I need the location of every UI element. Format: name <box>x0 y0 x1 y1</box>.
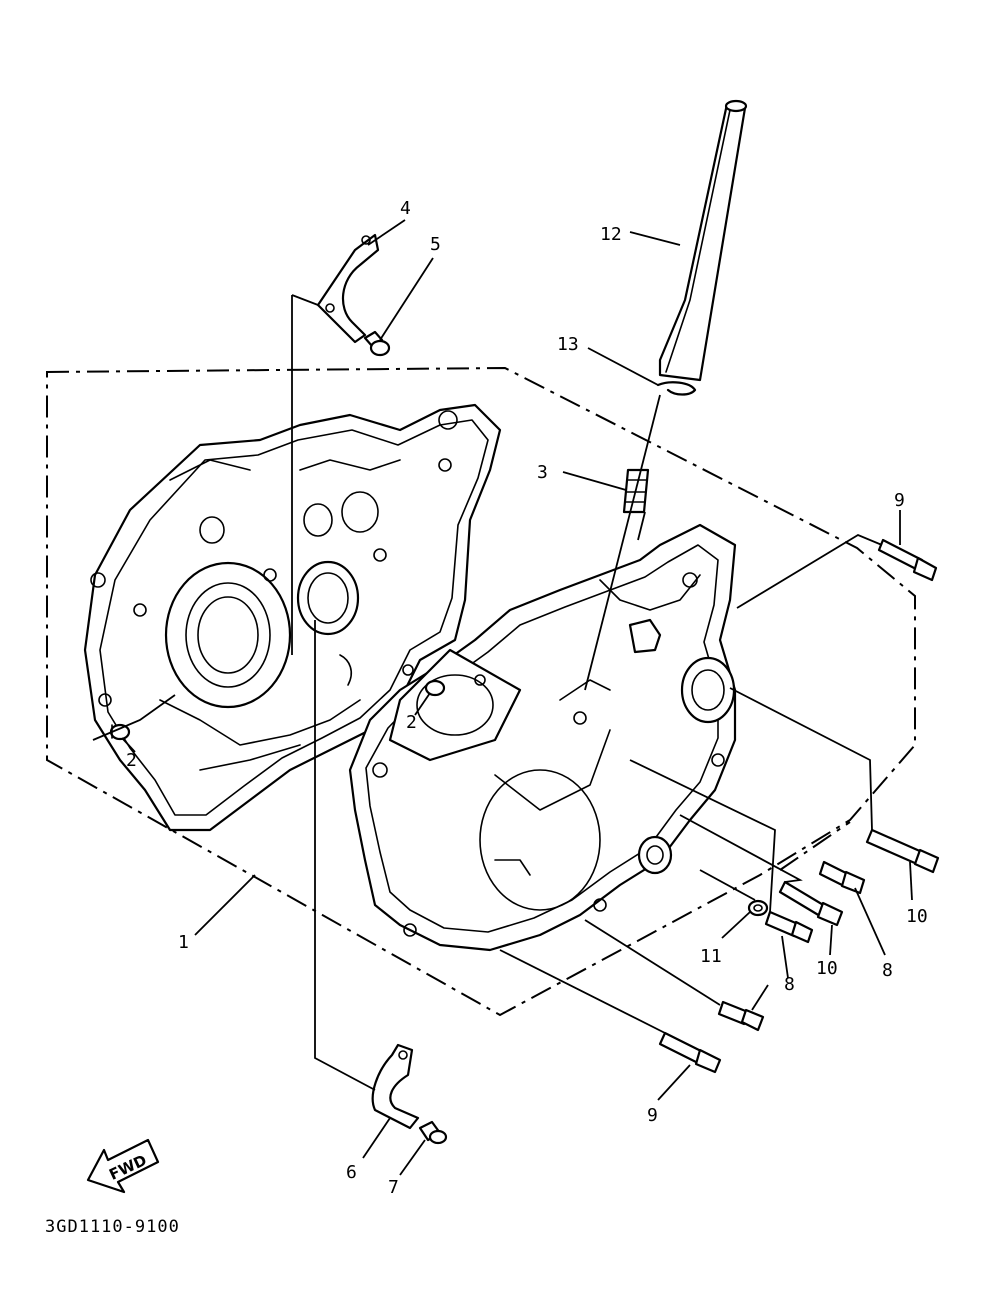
callout-9-bottom: 9 <box>647 1105 658 1126</box>
assembly-boundary <box>46 366 916 1017</box>
bolt-10-mid <box>778 880 844 927</box>
bolt-9-bottom <box>658 1031 722 1074</box>
callout-11: 11 <box>700 946 722 967</box>
forward-arrow: FWD <box>86 1138 160 1194</box>
callout-1: 1 <box>178 932 189 953</box>
callout-leaders <box>121 219 913 1176</box>
callout-8-lower: 8 <box>784 974 795 995</box>
plate-top <box>316 233 380 344</box>
callout-10-mid: 10 <box>816 958 838 979</box>
right-crankcase-half <box>348 523 737 952</box>
washer <box>747 899 769 917</box>
callout-10-right: 10 <box>906 906 928 927</box>
callout-9-top: 9 <box>894 490 905 511</box>
diagram-code: 3GD1110-9100 <box>45 1217 180 1237</box>
bolt-8-bottom <box>717 1000 765 1032</box>
alignment-lines <box>92 294 883 1091</box>
bolt-8-upper <box>818 860 866 895</box>
callout-7: 7 <box>388 1177 399 1198</box>
dowel-pin-center <box>424 679 446 697</box>
forward-arrow-label: FWD <box>106 1151 149 1184</box>
callout-4: 4 <box>400 198 411 219</box>
breather-hose <box>658 99 748 382</box>
bolt-8-lower <box>764 910 814 944</box>
callout-6: 6 <box>346 1162 357 1183</box>
callout-2-left: 2 <box>126 750 137 771</box>
callout-2-center: 2 <box>406 712 417 733</box>
callout-8-right: 8 <box>882 960 893 981</box>
callout-5: 5 <box>430 234 441 255</box>
bolt-10-right <box>865 828 940 874</box>
callout-3: 3 <box>537 462 548 483</box>
plate-bottom <box>371 1043 420 1130</box>
hose-clip <box>656 381 697 396</box>
screw-bottom <box>418 1120 448 1145</box>
screw-top <box>363 330 391 357</box>
callout-13: 13 <box>557 334 579 355</box>
assembly-boundary-inner <box>779 821 851 871</box>
callout-12: 12 <box>600 224 622 245</box>
bolt-9-top <box>877 538 938 582</box>
